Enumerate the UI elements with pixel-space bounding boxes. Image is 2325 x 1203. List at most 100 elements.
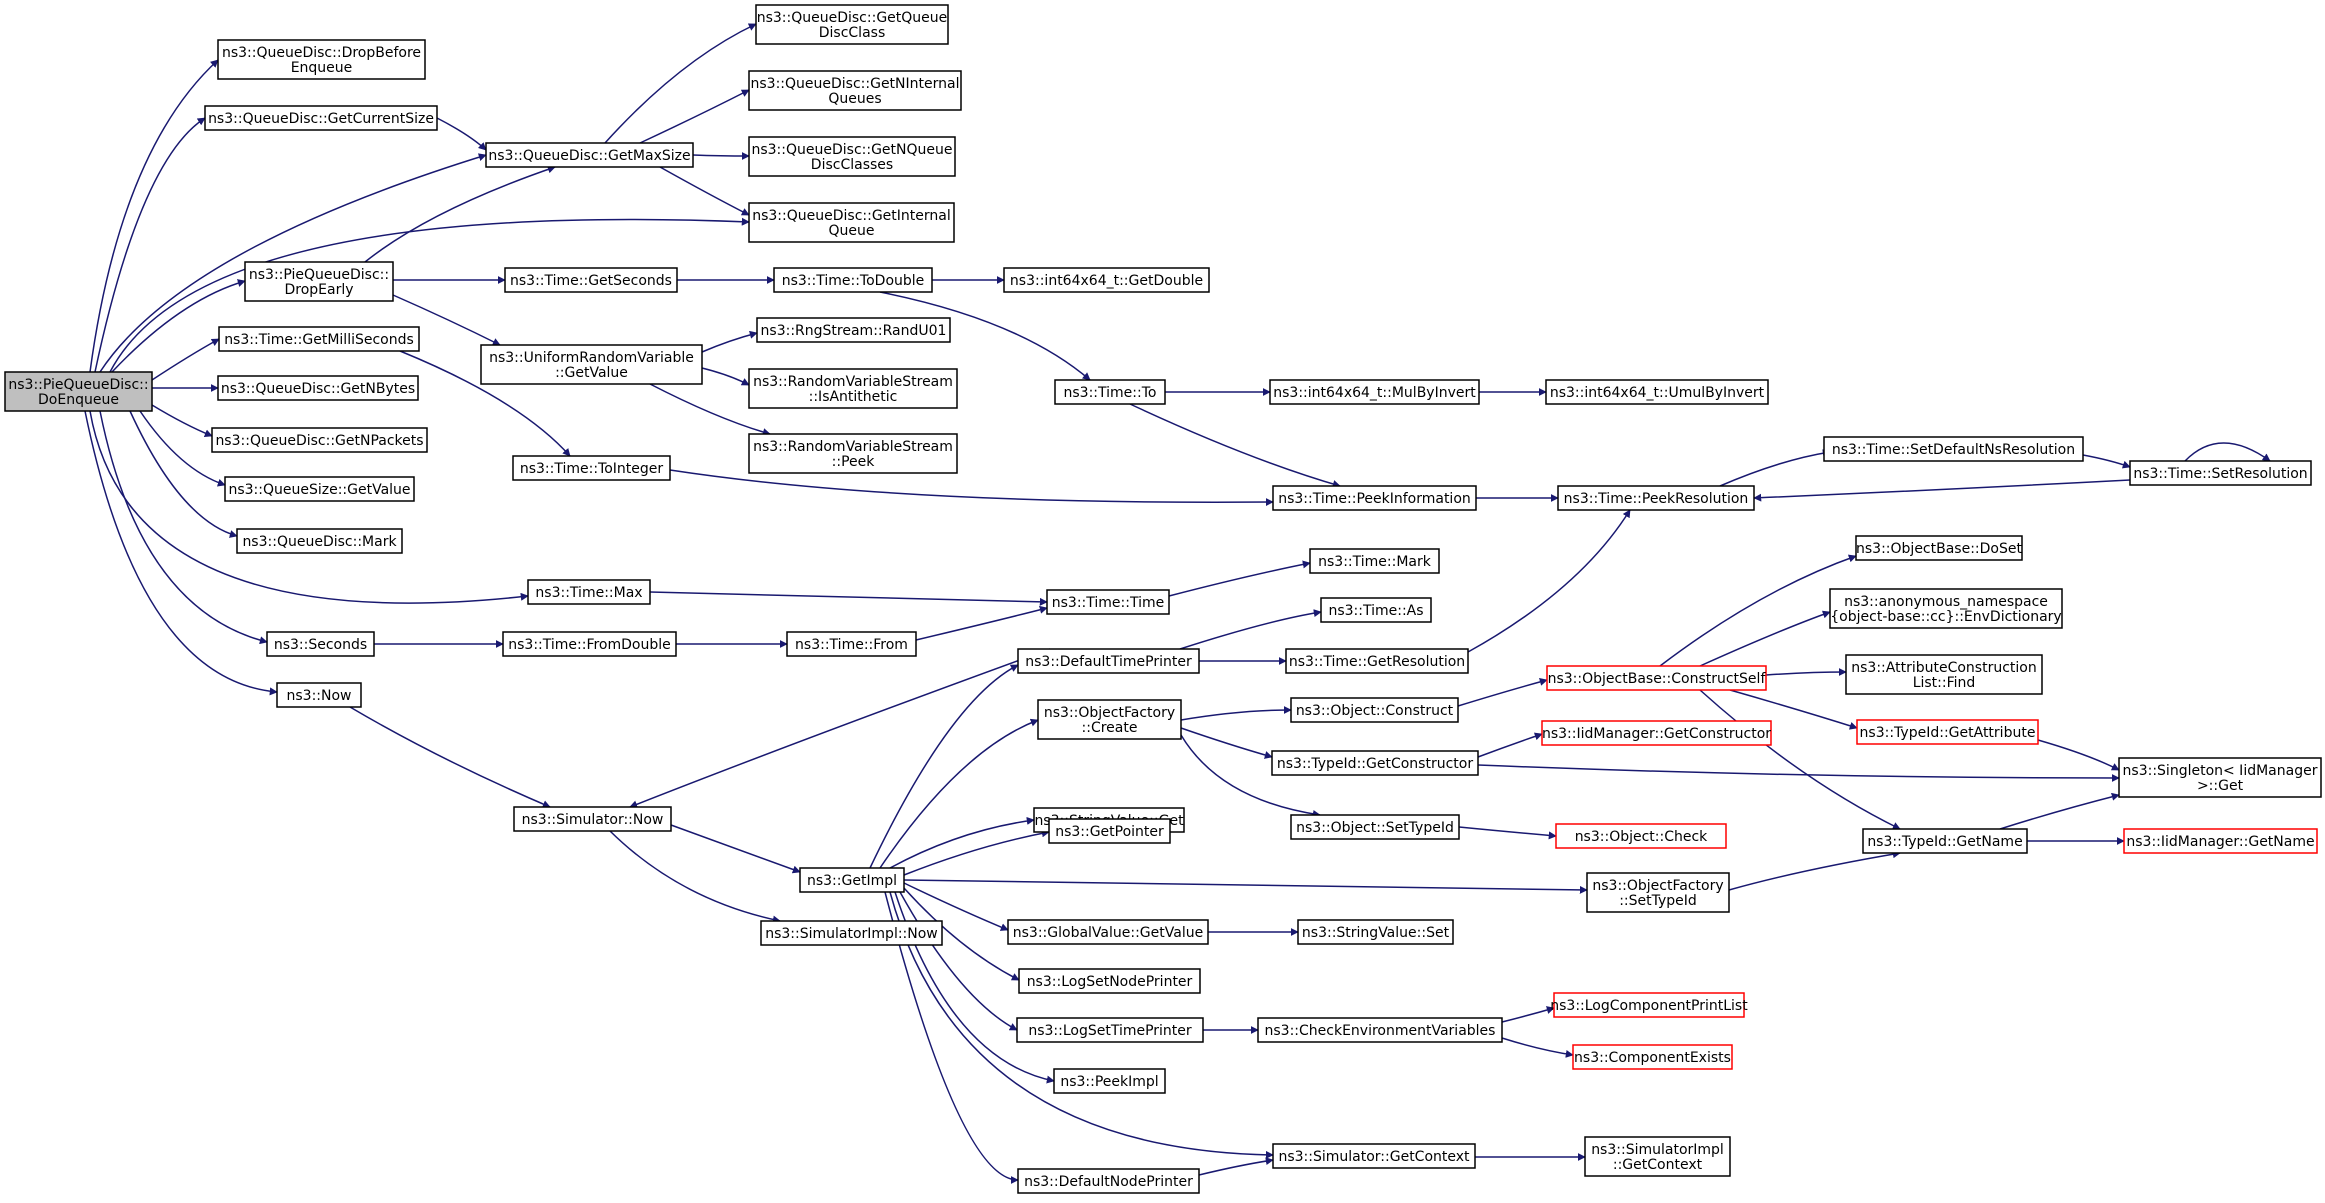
node-of_settypeid[interactable]: ns3::ObjectFactory::SetTypeId: [1586, 872, 1730, 913]
node-peekinformation[interactable]: ns3::Time::PeekInformation: [1272, 485, 1477, 511]
node-box: [236, 528, 403, 554]
node-envdictionary[interactable]: ns3::anonymous_namespace{object-base::cc…: [1829, 588, 2063, 629]
node-getmaxsize[interactable]: ns3::QueueDisc::GetMaxSize: [485, 142, 694, 168]
node-simulator_now[interactable]: ns3::Simulator::Now: [513, 806, 672, 832]
node-dropearly[interactable]: ns3::PieQueueDisc::DropEarly: [244, 261, 394, 302]
node-seconds[interactable]: ns3::Seconds: [266, 631, 375, 657]
call-edge-to-logsettimeprinter: [899, 891, 1018, 1031]
node-time_from[interactable]: ns3::Time::From: [786, 631, 917, 657]
node-getnpackets[interactable]: ns3::QueueDisc::GetNPackets: [211, 427, 428, 453]
node-simulatorimpl_getcontext[interactable]: ns3::SimulatorImpl::GetContext: [1584, 1136, 1731, 1177]
node-time_mark[interactable]: ns3::Time::Mark: [1309, 548, 1440, 574]
node-iidmanager_getconstructor[interactable]: ns3::IidManager::GetConstructor: [1541, 720, 1772, 746]
node-time_max[interactable]: ns3::Time::Max: [527, 579, 651, 605]
node-box: [1290, 814, 1460, 840]
node-urv_getvalue[interactable]: ns3::UniformRandomVariable::GetValue: [480, 344, 703, 385]
call-edge-to-getimpl: [670, 824, 801, 874]
node-stringvalue_set[interactable]: ns3::StringValue::Set: [1297, 919, 1454, 945]
node-qs_getvalue[interactable]: ns3::QueueSize::GetValue: [224, 476, 415, 502]
node-label: ns3::QueueSize::GetValue: [228, 482, 410, 498]
node-label: ns3::Object::Construct: [1296, 703, 1454, 719]
node-label: ::GetContext: [1613, 1157, 1703, 1173]
node-typeid_getname[interactable]: ns3::TypeId::GetName: [1862, 828, 2028, 854]
node-getseconds[interactable]: ns3::Time::GetSeconds: [504, 267, 678, 293]
node-logsettimeprinter[interactable]: ns3::LogSetTimePrinter: [1016, 1017, 1204, 1043]
node-objectfactory_create[interactable]: ns3::ObjectFactory::Create: [1037, 699, 1182, 740]
node-label: {object-base::cc}::EnvDictionary: [1830, 609, 2061, 625]
node-rvs_peek[interactable]: ns3::RandomVariableStream::Peek: [748, 433, 958, 474]
node-setresolution[interactable]: ns3::Time::SetResolution: [2129, 460, 2312, 486]
node-singleton_get[interactable]: ns3::Singleton< IidManager>::Get: [2118, 757, 2322, 798]
node-isantithetic[interactable]: ns3::RandomVariableStream::IsAntithetic: [748, 368, 958, 409]
node-time_to[interactable]: ns3::Time::To: [1054, 379, 1166, 405]
node-object_settypeid[interactable]: ns3::Object::SetTypeId: [1290, 814, 1460, 840]
node-getnbytes[interactable]: ns3::QueueDisc::GetNBytes: [217, 375, 419, 401]
node-constructself[interactable]: ns3::ObjectBase::ConstructSelf: [1546, 665, 1767, 691]
call-edge-to-dropearly: [111, 279, 246, 373]
node-label: ::IsAntithetic: [809, 389, 898, 405]
node-label: ns3::QueueDisc::GetNQueue: [751, 142, 952, 158]
node-object_check[interactable]: ns3::Object::Check: [1555, 823, 1727, 849]
node-now[interactable]: ns3::Now: [276, 682, 362, 708]
node-label: ns3::IidManager::GetConstructor: [1542, 726, 1771, 742]
node-time_time[interactable]: ns3::Time::Time: [1046, 589, 1170, 615]
node-box: [1557, 485, 1755, 511]
node-todouble[interactable]: ns3::Time::ToDouble: [773, 267, 933, 293]
node-tointeger[interactable]: ns3::Time::ToInteger: [512, 455, 671, 481]
node-time_as[interactable]: ns3::Time::As: [1320, 597, 1432, 623]
node-randu01[interactable]: ns3::RngStream::RandU01: [756, 317, 951, 343]
node-peekimpl[interactable]: ns3::PeekImpl: [1053, 1068, 1166, 1094]
node-globalvalue_getvalue[interactable]: ns3::GlobalValue::GetValue: [1007, 919, 1209, 945]
node-simulatorimpl_now[interactable]: ns3::SimulatorImpl::Now: [760, 920, 943, 946]
node-box: [4, 371, 153, 412]
call-edge-to-getnqueuediscclasses: [692, 151, 750, 160]
call-edge-to-attrlistfind: [1765, 668, 1847, 677]
node-iidmanager_getname[interactable]: ns3::IidManager::GetName: [2123, 828, 2318, 854]
call-edge-to-time_time: [915, 605, 1048, 641]
node-defaulttimeprinter[interactable]: ns3::DefaultTimePrinter: [1017, 648, 1200, 674]
node-label: ns3::SimulatorImpl: [1591, 1142, 1724, 1158]
node-mulbyinvert[interactable]: ns3::int64x64_t::MulByInvert: [1269, 379, 1480, 405]
node-doenqueue[interactable]: ns3::PieQueueDisc::DoEnqueue: [4, 371, 153, 412]
node-getresolution[interactable]: ns3::Time::GetResolution: [1285, 648, 1469, 674]
call-edge-to-of_settypeid: [903, 879, 1588, 894]
node-defaultnodeprinter[interactable]: ns3::DefaultNodePrinter: [1017, 1168, 1200, 1194]
node-box: [480, 344, 703, 385]
node-fromdouble[interactable]: ns3::Time::FromDouble: [502, 631, 677, 657]
node-label: ::Peek: [832, 454, 876, 470]
node-peekresolution[interactable]: ns3::Time::PeekResolution: [1557, 485, 1755, 511]
node-label: ns3::LogSetTimePrinter: [1028, 1023, 1192, 1039]
node-label: Queue: [829, 223, 875, 239]
node-logcomponentprintlist[interactable]: ns3::LogComponentPrintList: [1550, 992, 1748, 1018]
node-setdefaultnsresolution[interactable]: ns3::Time::SetDefaultNsResolution: [1823, 436, 2084, 462]
node-box: [1555, 823, 1727, 849]
node-label: ns3::Time::Mark: [1318, 554, 1432, 570]
call-edge-to-getnpackets: [151, 404, 213, 437]
node-getimpl[interactable]: ns3::GetImpl: [799, 867, 905, 893]
node-getcurrentsize[interactable]: ns3::QueueDisc::GetCurrentSize: [204, 105, 438, 131]
node-qd_mark[interactable]: ns3::QueueDisc::Mark: [236, 528, 403, 554]
node-logsetnodeprinter[interactable]: ns3::LogSetNodePrinter: [1018, 968, 1201, 994]
node-getmilliseconds[interactable]: ns3::Time::GetMilliSeconds: [218, 326, 420, 352]
node-componentexists[interactable]: ns3::ComponentExists: [1572, 1044, 1733, 1070]
node-typeid_getconstructor[interactable]: ns3::TypeId::GetConstructor: [1271, 750, 1479, 776]
node-checkenvvars[interactable]: ns3::CheckEnvironmentVariables: [1257, 1017, 1503, 1043]
node-object_construct[interactable]: ns3::Object::Construct: [1290, 697, 1459, 723]
node-label: ns3::anonymous_namespace: [1844, 594, 2048, 610]
node-box: [1054, 379, 1166, 405]
node-label: ns3::QueueDisc::GetMaxSize: [488, 148, 690, 164]
node-ob_doset[interactable]: ns3::ObjectBase::DoSet: [1855, 535, 2023, 561]
node-box: [217, 39, 426, 80]
node-simulator_getcontext[interactable]: ns3::Simulator::GetContext: [1272, 1143, 1476, 1169]
node-umulbyinvert[interactable]: ns3::int64x64_t::UmulByInvert: [1545, 379, 1769, 405]
node-getdouble[interactable]: ns3::int64x64_t::GetDouble: [1003, 267, 1210, 293]
node-getpointer[interactable]: ns3::GetPointer: [1048, 818, 1171, 844]
node-label: ::Create: [1082, 720, 1138, 736]
node-typeid_getattribute[interactable]: ns3::TypeId::GetAttribute: [1856, 719, 2039, 745]
